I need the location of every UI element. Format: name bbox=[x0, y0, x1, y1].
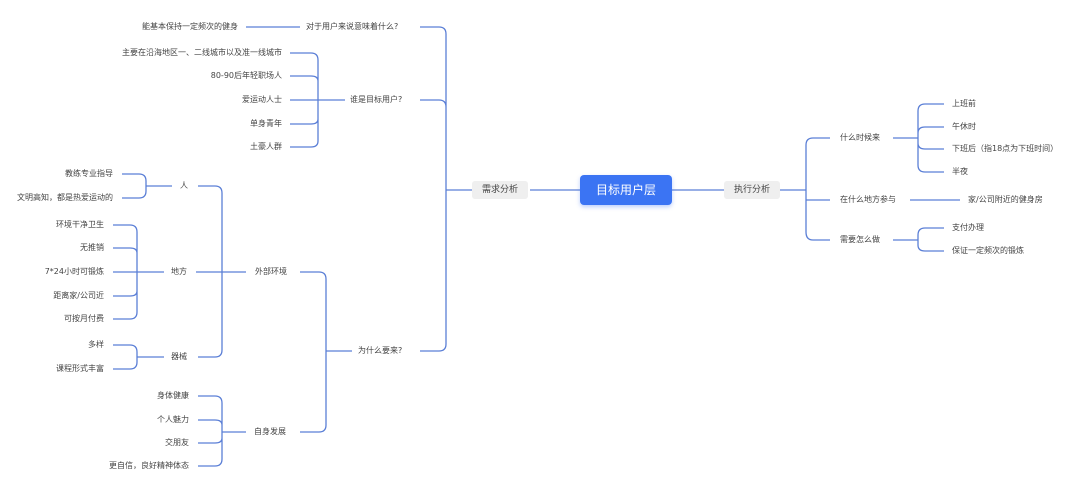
leaf[interactable]: 教练专业指导 bbox=[65, 169, 113, 178]
leaf[interactable]: 主要在沿海地区一、二线城市以及准一线城市 bbox=[122, 48, 282, 57]
node-where[interactable]: 在什么地方参与 bbox=[840, 195, 896, 204]
leaf[interactable]: 文明高知，都是热爱运动的 bbox=[17, 193, 113, 202]
leaf[interactable]: 单身青年 bbox=[250, 119, 282, 128]
node-when[interactable]: 什么时候来 bbox=[840, 133, 880, 142]
leaf[interactable]: 更自信，良好精神体态 bbox=[109, 461, 189, 470]
link-env bbox=[196, 185, 246, 358]
node-place[interactable]: 地方 bbox=[171, 267, 187, 276]
leaf[interactable]: 课程形式丰富 bbox=[56, 364, 104, 373]
leaf[interactable]: 家/公司附近的健身房 bbox=[968, 195, 1043, 204]
link-person bbox=[122, 173, 172, 199]
node-equipment[interactable]: 器械 bbox=[171, 352, 187, 361]
leaf[interactable]: 无推销 bbox=[80, 243, 104, 252]
leaf[interactable]: 上班前 bbox=[952, 99, 976, 108]
leaf[interactable]: 多样 bbox=[88, 340, 104, 349]
link-how bbox=[893, 227, 944, 252]
root-node[interactable]: 目标用户层 bbox=[580, 175, 672, 205]
leaf[interactable]: 半夜 bbox=[952, 167, 968, 176]
link-b2 bbox=[290, 52, 345, 148]
node-why-come[interactable]: 为什么要来? bbox=[358, 346, 403, 355]
link-equip bbox=[113, 344, 164, 370]
leaf[interactable]: 距离家/公司近 bbox=[53, 291, 104, 300]
node-meaning[interactable]: 对于用户来说意味着什么? bbox=[306, 22, 399, 31]
leaf[interactable]: 80-90后年轻职场人 bbox=[210, 71, 282, 80]
leaf[interactable]: 保证一定频次的锻炼 bbox=[952, 246, 1024, 255]
node-self-dev[interactable]: 自身发展 bbox=[254, 427, 286, 436]
node-execution-analysis[interactable]: 执行分析 bbox=[724, 181, 780, 199]
leaf[interactable]: 7*24小时可锻炼 bbox=[44, 267, 104, 276]
leaf[interactable]: 能基本保持一定频次的健身 bbox=[142, 22, 238, 31]
link-b3 bbox=[300, 271, 352, 433]
link-place bbox=[113, 224, 164, 320]
node-external-env[interactable]: 外部环境 bbox=[255, 267, 287, 276]
node-people[interactable]: 人 bbox=[180, 181, 188, 190]
leaf[interactable]: 交朋友 bbox=[165, 438, 189, 447]
leaf[interactable]: 下班后（指18点为下班时间） bbox=[952, 144, 1059, 153]
leaf[interactable]: 可按月付费 bbox=[64, 314, 104, 323]
link-when bbox=[893, 103, 944, 173]
leaf[interactable]: 环境干净卫生 bbox=[56, 220, 104, 229]
leaf[interactable]: 支付办理 bbox=[952, 223, 984, 232]
leaf[interactable]: 土豪人群 bbox=[250, 142, 282, 151]
node-how[interactable]: 需要怎么做 bbox=[840, 235, 880, 244]
link-left-spine bbox=[420, 26, 472, 352]
leaf[interactable]: 个人魅力 bbox=[157, 415, 189, 424]
node-target-user[interactable]: 谁是目标用户? bbox=[350, 95, 403, 104]
leaf[interactable]: 爱运动人士 bbox=[242, 95, 282, 104]
leaf[interactable]: 午休时 bbox=[952, 122, 976, 131]
link-right-spine bbox=[780, 137, 830, 241]
leaf[interactable]: 身体健康 bbox=[157, 391, 189, 400]
node-demand-analysis[interactable]: 需求分析 bbox=[472, 181, 528, 199]
link-self bbox=[198, 395, 246, 467]
